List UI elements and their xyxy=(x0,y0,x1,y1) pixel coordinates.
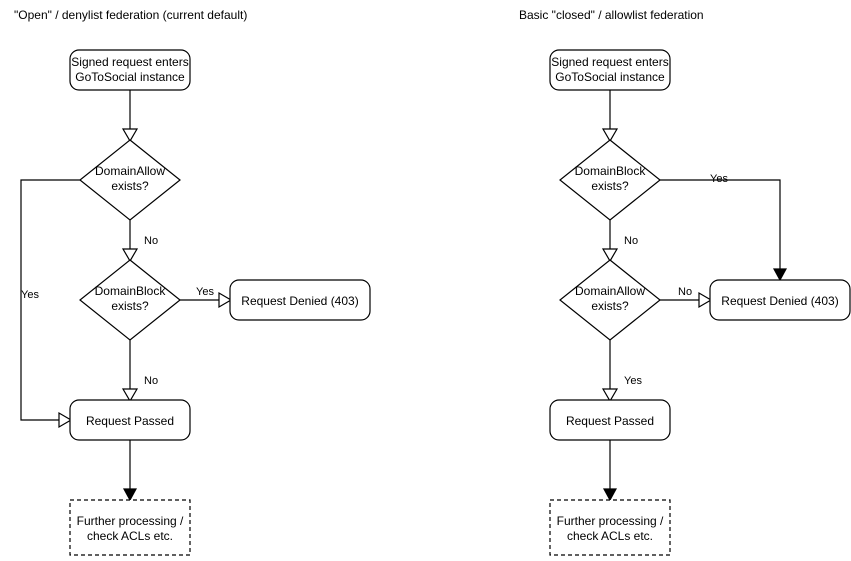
right-entry-label-line2: GoToSocial instance xyxy=(555,70,665,84)
left-arrowhead-entry-to-allow xyxy=(121,128,139,143)
right-decision-domainblock-label-line1: DomainBlock xyxy=(575,164,647,178)
right-decision-domainallow-label-line2: exists? xyxy=(591,299,629,313)
left-arrowhead-passed-to-further xyxy=(122,488,138,502)
right-edge-label-allow-yes: Yes xyxy=(624,375,642,387)
left-diagram-title: "Open" / denylist federation (current de… xyxy=(14,8,247,22)
left-decision-domainallow-label-line1: DomainAllow xyxy=(95,164,165,178)
left-further-label-line2: check ACLs etc. xyxy=(87,529,173,543)
left-edge-allow-yes xyxy=(20,179,80,421)
right-edge-label-block-no: No xyxy=(624,235,638,247)
right-edge-label-allow-no: No xyxy=(678,286,692,298)
right-arrowhead-allow-no xyxy=(698,291,713,309)
right-arrowhead-block-no xyxy=(601,248,619,263)
right-edge-label-block-yes: Yes xyxy=(710,173,728,185)
right-entry-label-line1: Signed request enters xyxy=(551,55,668,69)
left-arrowhead-block-no xyxy=(121,388,139,403)
right-passed-label: Request Passed xyxy=(566,414,654,428)
left-decision-domainblock-label-line2: exists? xyxy=(111,299,149,313)
left-entry-label-line2: GoToSocial instance xyxy=(75,70,185,84)
right-decision-domainblock-label-line2: exists? xyxy=(591,179,629,193)
left-decision-domainblock-label-line1: DomainBlock xyxy=(95,284,167,298)
right-arrowhead-block-yes xyxy=(772,268,788,282)
left-arrowhead-allow-yes xyxy=(58,411,73,429)
right-arrowhead-entry-to-block xyxy=(601,128,619,143)
right-further-label-line2: check ACLs etc. xyxy=(567,529,653,543)
left-edge-label-block-yes: Yes xyxy=(196,286,214,298)
left-arrowhead-allow-no xyxy=(121,248,139,263)
right-edge-block-yes xyxy=(660,179,781,272)
left-decision-domainallow-label-line2: exists? xyxy=(111,179,149,193)
left-passed-label: Request Passed xyxy=(86,414,174,428)
right-denied-label: Request Denied (403) xyxy=(721,294,838,308)
left-edge-label-allow-no: No xyxy=(144,235,158,247)
left-further-label-line1: Further processing / xyxy=(77,514,184,528)
left-edge-label-block-no: No xyxy=(144,375,158,387)
left-entry-label-line1: Signed request enters xyxy=(71,55,188,69)
right-further-label-line1: Further processing / xyxy=(557,514,664,528)
left-further-node xyxy=(69,499,191,556)
left-denied-node xyxy=(229,279,371,321)
right-arrowhead-allow-yes xyxy=(601,388,619,403)
left-arrowhead-block-yes xyxy=(218,291,233,309)
right-decision-domainallow-label-line1: DomainAllow xyxy=(575,284,645,298)
right-denied-node xyxy=(709,279,851,321)
right-diagram-title: Basic "closed" / allowlist federation xyxy=(519,8,704,22)
right-further-node xyxy=(549,499,671,556)
left-denied-label: Request Denied (403) xyxy=(241,294,358,308)
right-arrowhead-passed-to-further xyxy=(602,488,618,502)
left-edge-label-allow-yes: Yes xyxy=(21,289,39,301)
